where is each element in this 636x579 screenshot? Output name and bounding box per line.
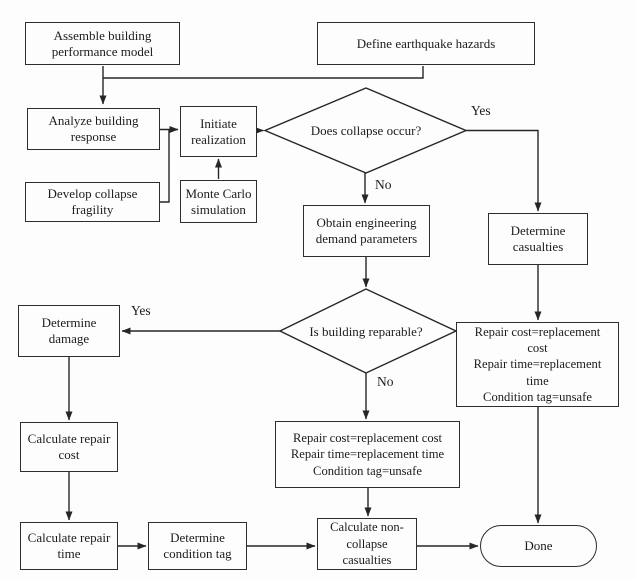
decision-collapse-label: Does collapse occur?: [310, 122, 422, 138]
node-noncollapse-casualties-label: Calculate non- collapse casualties: [330, 520, 404, 568]
edge-label-collapse-no: No: [375, 177, 392, 192]
node-develop-fragility: Develop collapse fragility: [25, 182, 160, 222]
node-calculate-repair-time-label: Calculate repair time: [27, 530, 111, 561]
node-analyze-response-label: Analyze building response: [48, 113, 139, 144]
edge-label-collapse-yes: Yes: [471, 103, 491, 118]
node-irreparable-outcome-right-label: Repair cost=replacement cost Repair time…: [473, 324, 602, 405]
node-determine-damage-label: Determine damage: [41, 315, 97, 346]
edge-label-reparable-yes: Yes: [131, 303, 151, 318]
node-analyze-response: Analyze building response: [27, 108, 160, 150]
node-define-hazards-label: Define earthquake hazards: [356, 35, 496, 51]
node-assemble-model-label: Assemble building performance model: [51, 27, 154, 59]
edge-label-reparable-no: No: [377, 374, 394, 389]
node-monte-carlo-label: Monte Carlo simulation: [185, 185, 252, 217]
node-develop-fragility-label: Develop collapse fragility: [47, 186, 138, 217]
edge-define-to-junction: [103, 66, 424, 79]
node-determine-casualties-label: Determine casualties: [510, 223, 566, 254]
node-assemble-model: Assemble building performance model: [25, 22, 180, 65]
node-initiate-realization: Initiate realization: [180, 106, 257, 157]
node-obtain-edp: Obtain engineering demand parameters: [303, 205, 430, 257]
node-irreparable-outcome-right: Repair cost=replacement cost Repair time…: [456, 322, 619, 407]
node-irreparable-outcome-center: Repair cost=replacement cost Repair time…: [275, 421, 460, 488]
node-monte-carlo: Monte Carlo simulation: [180, 180, 257, 223]
node-initiate-realization-label: Initiate realization: [191, 115, 246, 147]
node-done-label: Done: [524, 538, 553, 554]
edge-collapse-yes: [466, 129, 542, 212]
edge-fragility-to-junction: [160, 130, 170, 203]
node-calculate-repair-cost: Calculate repair cost: [20, 422, 118, 472]
node-calculate-repair-cost-label: Calculate repair cost: [27, 431, 111, 462]
node-determine-casualties: Determine casualties: [488, 213, 588, 265]
node-obtain-edp-label: Obtain engineering demand parameters: [315, 215, 418, 246]
node-determine-damage: Determine damage: [18, 305, 120, 357]
node-determine-condition-tag: Determine condition tag: [148, 522, 247, 570]
node-determine-condition-tag-label: Determine condition tag: [163, 530, 232, 561]
node-calculate-repair-time: Calculate repair time: [20, 522, 118, 570]
node-irreparable-outcome-center-label: Repair cost=replacement cost Repair time…: [290, 430, 445, 478]
node-define-hazards: Define earthquake hazards: [317, 22, 535, 65]
node-noncollapse-casualties: Calculate non- collapse casualties: [317, 518, 417, 570]
node-done: Done: [480, 525, 597, 567]
decision-diamond-collapse: [263, 87, 468, 174]
decision-reparable-label: Is building reparable?: [309, 323, 423, 339]
